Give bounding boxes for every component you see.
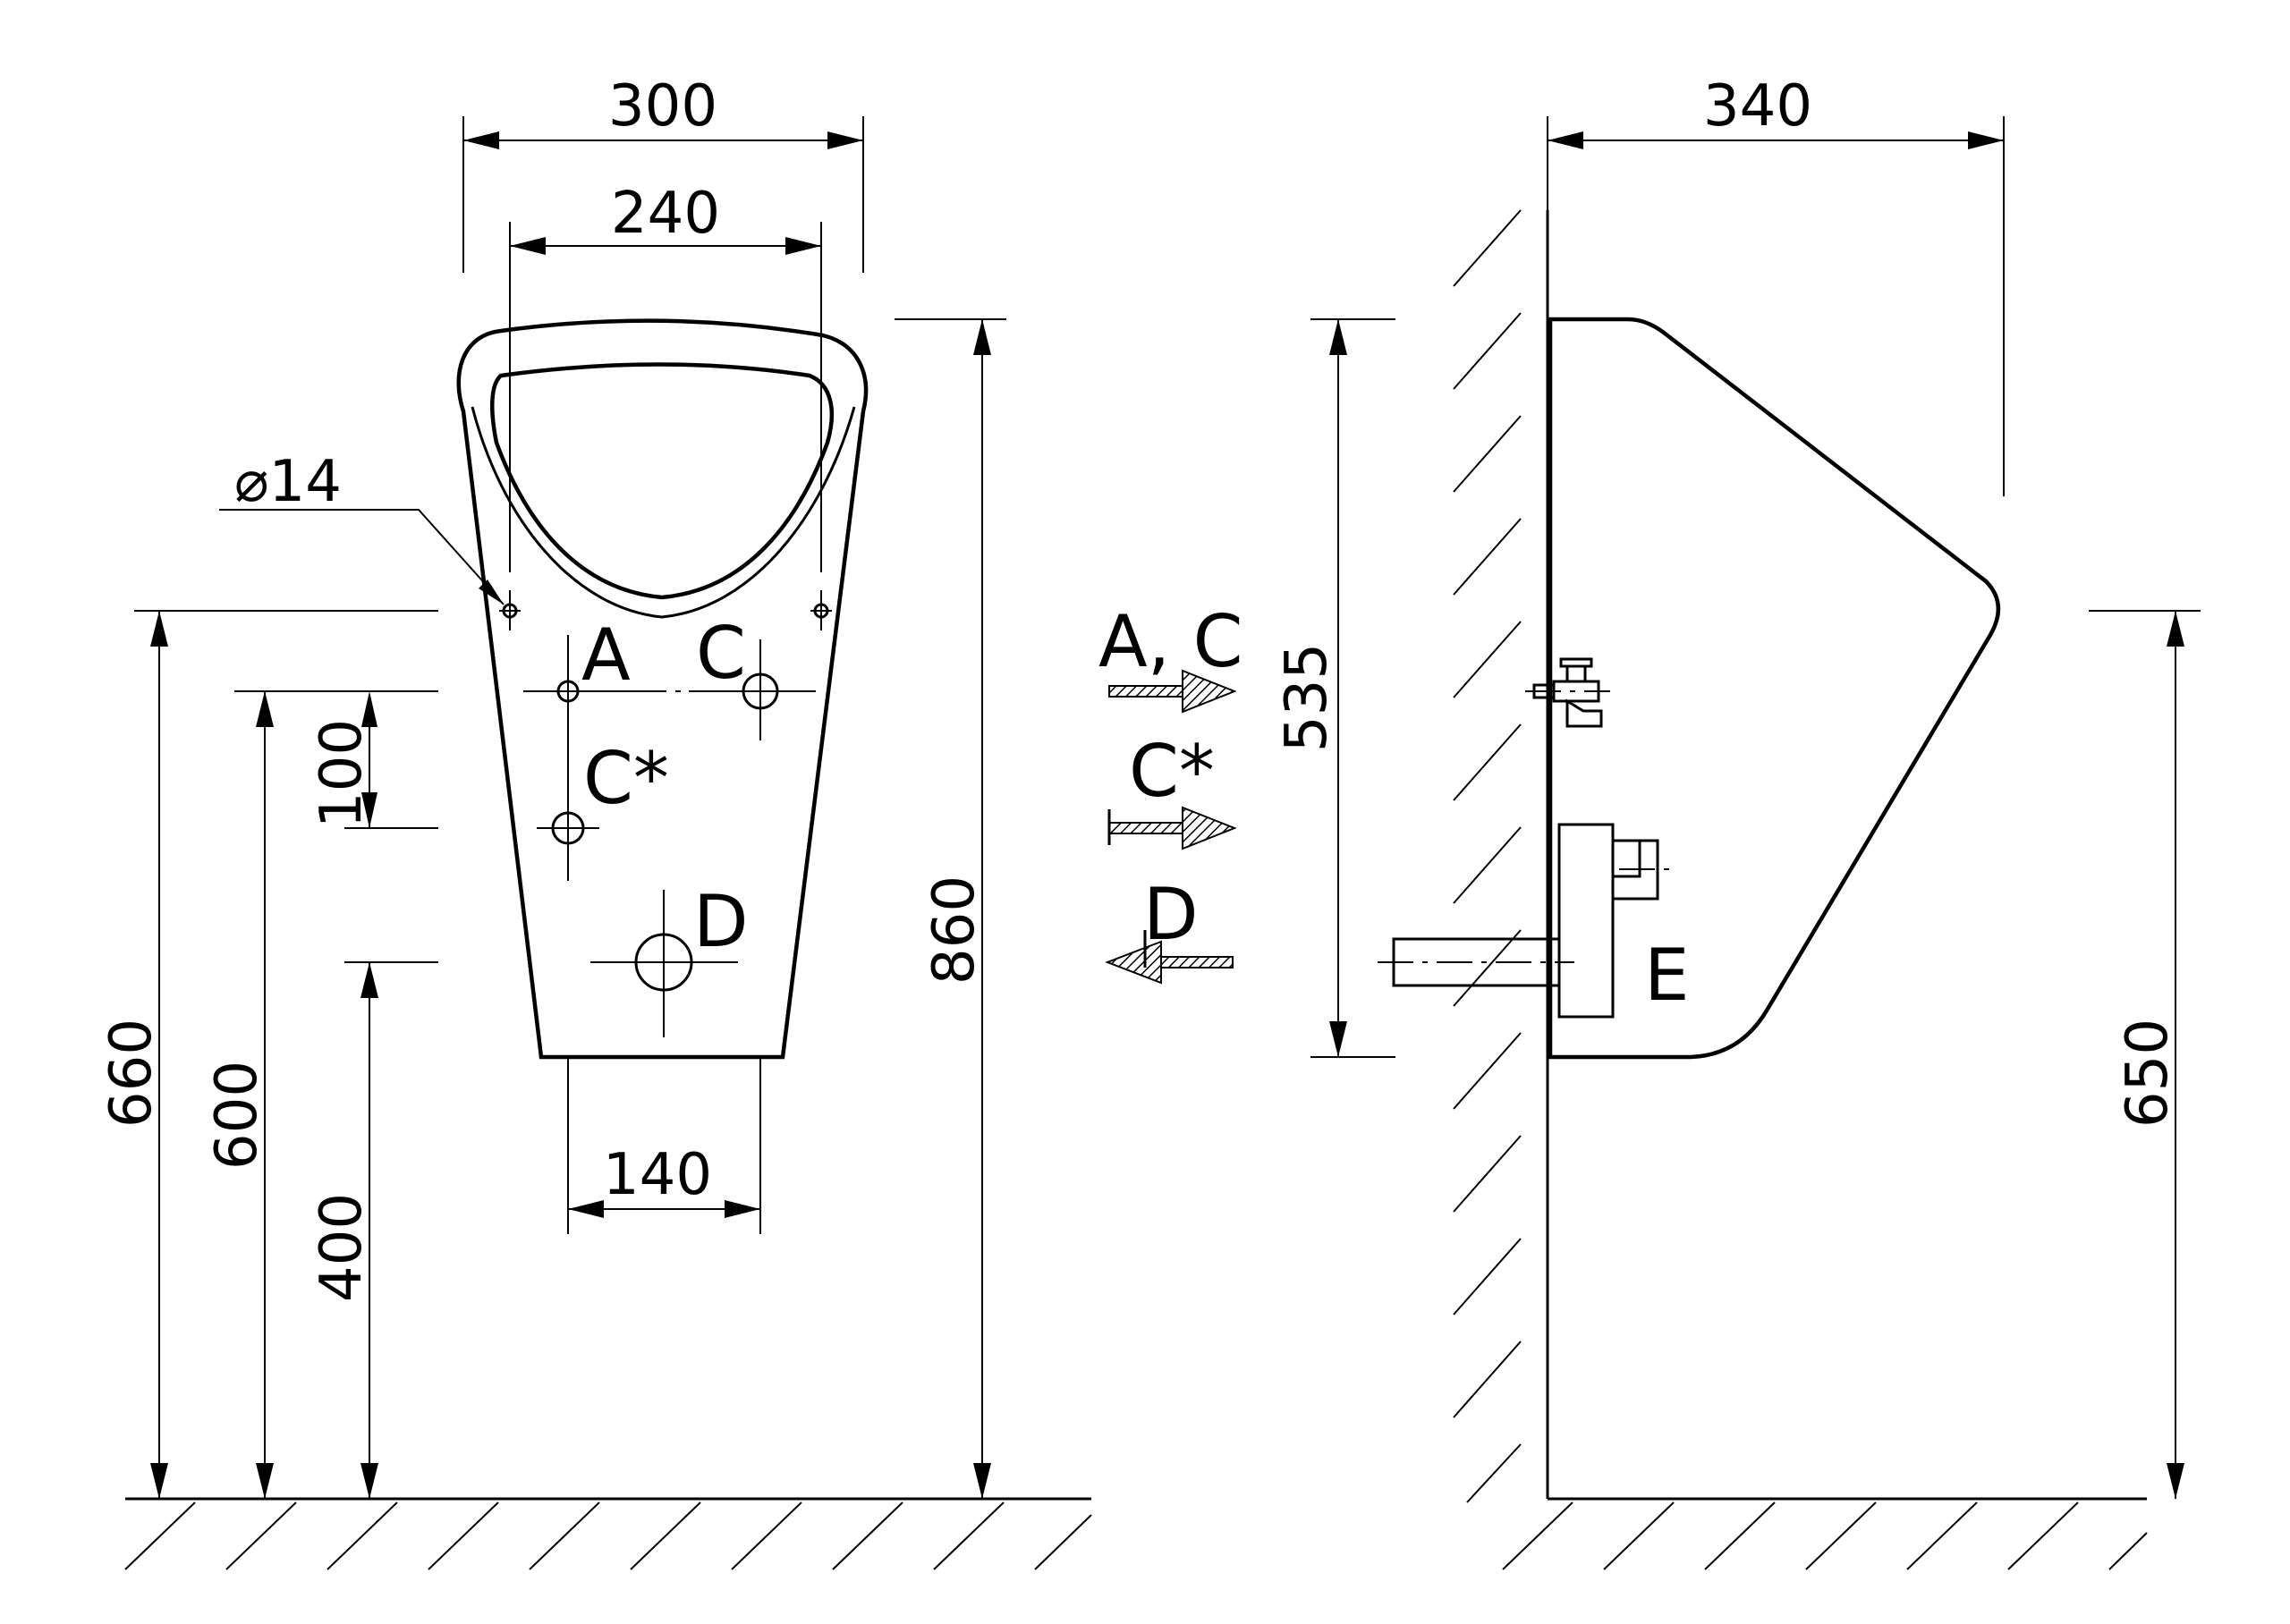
legend-outlet-d: D (1143, 873, 1199, 956)
dim-height-outlet: 400 (309, 1193, 375, 1302)
wall-hatching (1453, 209, 1522, 1503)
dim-body-height: 535 (1274, 643, 1340, 752)
dim-height-fixing: 660 (98, 1019, 165, 1128)
inlet-c-symbol (689, 639, 816, 740)
dim-height-inlet: 600 (204, 1061, 270, 1170)
arrow-in-ac (1108, 669, 1237, 714)
hole-leader-arrow (479, 579, 504, 605)
legend-inlet-c-star: C* (1129, 730, 1215, 813)
label-c: C (696, 612, 746, 695)
dim-width-rim: 240 (611, 181, 720, 247)
dim-lip-height: 650 (2115, 1019, 2181, 1128)
inlet-valve (1525, 657, 1610, 728)
fixing-hole-right (810, 590, 832, 630)
arrow-out-d (1105, 930, 1234, 985)
legend-inlet-ac: A, C (1098, 600, 1243, 683)
side-view: E 340 535 650 (1274, 73, 2201, 1570)
inlet-c-star-symbol (537, 751, 599, 881)
hole-leader-line (219, 509, 505, 605)
dim-inlet-offset: 100 (309, 719, 375, 828)
dim-height-total: 860 (921, 875, 988, 985)
floor-hatching (124, 1501, 1092, 1570)
label-a: A (581, 613, 631, 697)
urinal-rim-inner (490, 362, 835, 600)
front-view: ⌀14 A C C* D (98, 73, 1092, 1570)
side-floor-hatching (1502, 1501, 2148, 1570)
label-e: E (1644, 934, 1690, 1017)
label-c-star: C* (583, 737, 669, 820)
dim-depth: 340 (1703, 73, 1812, 140)
outlet-d-symbol (590, 890, 738, 1037)
inlet-a-symbol (523, 635, 631, 751)
dim-hole-diameter: ⌀14 (234, 449, 342, 515)
urinal-rim-edge (471, 406, 856, 619)
urinal-front-outline (456, 318, 869, 1060)
dim-outlet-spacing: 140 (603, 1142, 712, 1208)
urinal-side-profile (1548, 317, 2001, 1060)
dim-arrow (361, 691, 377, 727)
connection-legend: A, C C* D (1098, 600, 1243, 985)
dim-width-overall: 300 (608, 73, 717, 140)
fixing-hole-left (499, 590, 521, 630)
outlet-siphon (1378, 823, 1673, 1019)
arrow-in-c-star (1107, 806, 1237, 850)
dim-arrow (361, 792, 377, 828)
label-d: D (693, 880, 749, 963)
